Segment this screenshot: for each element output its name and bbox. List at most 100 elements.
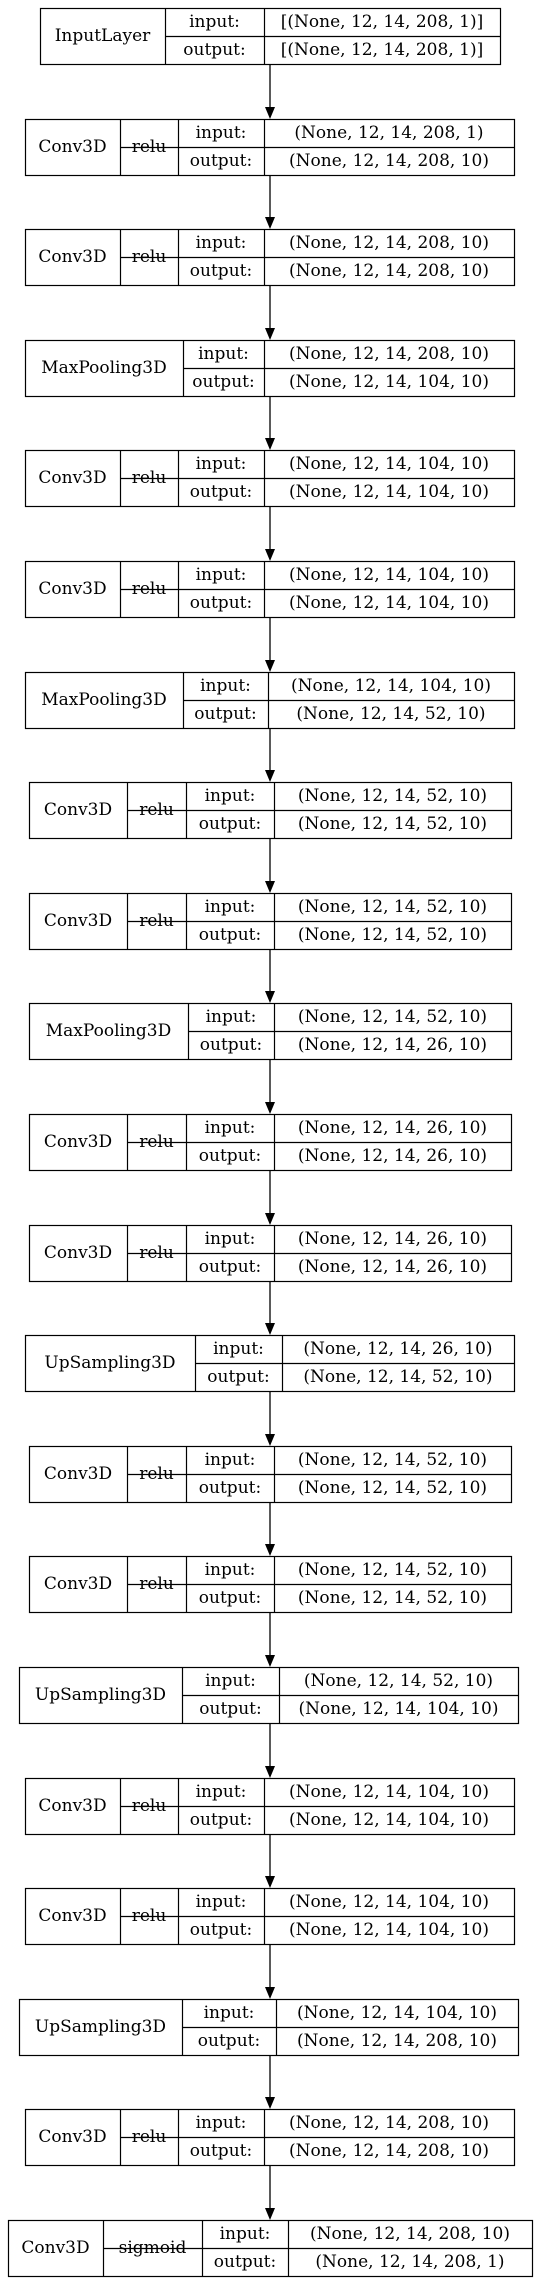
- output-port-label: output:: [190, 151, 252, 171]
- input-port-label: input:: [196, 2113, 247, 2133]
- input-port-label: input:: [204, 2003, 255, 2023]
- input-port-label: input:: [189, 12, 240, 32]
- output-port-label: output:: [199, 1699, 261, 1719]
- layer-activation: relu: [132, 2127, 167, 2147]
- input-shape: (None, 12, 14, 208, 1): [294, 123, 483, 143]
- input-shape: (None, 12, 14, 104, 10): [291, 676, 491, 696]
- input-port-label: input:: [196, 233, 247, 253]
- output-shape: (None, 12, 14, 208, 10): [289, 261, 489, 281]
- input-port-label: input:: [205, 1560, 256, 1580]
- output-shape: (None, 12, 14, 52, 10): [303, 1367, 492, 1387]
- output-port-label: output:: [183, 40, 245, 60]
- input-port-label: input:: [213, 1339, 264, 1359]
- input-shape: (None, 12, 14, 26, 10): [303, 1339, 492, 1359]
- input-shape: (None, 12, 14, 26, 10): [298, 1118, 487, 1138]
- output-shape: (None, 12, 14, 104, 10): [289, 482, 489, 502]
- output-shape: [(None, 12, 14, 208, 1)]: [281, 40, 483, 60]
- layer-activation: relu: [132, 1906, 167, 1926]
- layer-activation: relu: [132, 247, 167, 267]
- layer-name: Conv3D: [21, 2238, 89, 2258]
- layer-name: MaxPooling3D: [46, 1021, 172, 1041]
- layer-activation: relu: [139, 1243, 174, 1263]
- output-port-label: output:: [199, 925, 261, 945]
- output-port-label: output:: [198, 2031, 260, 2051]
- layer-name: UpSampling3D: [35, 2017, 166, 2037]
- layer-name: MaxPooling3D: [41, 358, 167, 378]
- flow-arrow: [265, 1613, 275, 1667]
- layer-node: Conv3D relu input: output: (None, 12, 14, 26…: [28, 1113, 513, 1172]
- input-shape: (None, 12, 14, 104, 10): [289, 1782, 489, 1802]
- output-port-label: output:: [190, 593, 252, 613]
- flow-arrow: [265, 2056, 275, 2109]
- flow-arrow: [265, 729, 275, 782]
- input-shape: [(None, 12, 14, 208, 1)]: [281, 12, 483, 32]
- input-port-label: input:: [196, 1782, 247, 1802]
- flow-arrow: [265, 65, 275, 119]
- layer-activation: relu: [139, 1574, 174, 1594]
- layer-activation: relu: [139, 1132, 174, 1152]
- layer-name: Conv3D: [44, 1243, 112, 1263]
- flow-arrow: [265, 397, 275, 450]
- output-shape: (None, 12, 14, 52, 10): [298, 814, 487, 834]
- input-shape: (None, 12, 14, 52, 10): [298, 1560, 487, 1580]
- output-shape: (None, 12, 14, 208, 10): [289, 2141, 489, 2161]
- layer-name: MaxPooling3D: [41, 690, 167, 710]
- output-port-label: output:: [200, 1035, 262, 1055]
- layer-activation: relu: [139, 800, 174, 820]
- output-shape: (None, 12, 14, 208, 10): [297, 2031, 497, 2051]
- layer-activation: relu: [132, 468, 167, 488]
- input-port-label: input:: [200, 676, 251, 696]
- input-shape: (None, 12, 14, 104, 10): [297, 2003, 497, 2023]
- layer-name: Conv3D: [38, 2127, 106, 2147]
- output-port-label: output:: [190, 1810, 252, 1830]
- input-port-label: input:: [196, 123, 247, 143]
- output-port-label: output:: [190, 2141, 252, 2161]
- output-shape: (None, 12, 14, 104, 10): [289, 1810, 489, 1830]
- layer-name: Conv3D: [38, 1796, 106, 1816]
- output-shape: (None, 12, 14, 52, 10): [296, 704, 485, 724]
- input-port-label: input:: [220, 2224, 271, 2244]
- flow-arrow: [265, 1503, 275, 1556]
- layer-name: Conv3D: [44, 800, 112, 820]
- layer-name: Conv3D: [44, 1464, 112, 1484]
- layer-activation: sigmoid: [119, 2238, 187, 2258]
- output-port-label: output:: [207, 1367, 269, 1387]
- layer-activation: relu: [132, 1796, 167, 1816]
- input-port-label: input:: [205, 786, 256, 806]
- layer-name: InputLayer: [55, 26, 151, 46]
- input-shape: (None, 12, 14, 52, 10): [298, 1450, 487, 1470]
- output-shape: (None, 12, 14, 52, 10): [298, 1588, 487, 1608]
- output-port-label: output:: [190, 1920, 252, 1940]
- input-port-label: input:: [198, 344, 249, 364]
- layer-name: Conv3D: [44, 911, 112, 931]
- flow-arrow: [265, 1724, 275, 1778]
- input-shape: (None, 12, 14, 208, 10): [289, 2113, 489, 2133]
- output-shape: (None, 12, 14, 26, 10): [298, 1257, 487, 1277]
- output-shape: (None, 12, 14, 26, 10): [298, 1035, 487, 1055]
- input-port-label: input:: [205, 1118, 256, 1138]
- output-shape: (None, 12, 14, 104, 10): [289, 1920, 489, 1940]
- input-port-label: input:: [205, 1450, 256, 1470]
- output-port-label: output:: [199, 1146, 261, 1166]
- layer-name: Conv3D: [44, 1132, 112, 1152]
- output-port-label: output:: [192, 372, 254, 392]
- layer-node: Conv3D relu input: output: (None, 12, 14, 20…: [24, 2108, 516, 2167]
- input-shape: (None, 12, 14, 52, 10): [298, 786, 487, 806]
- layer-activation: relu: [139, 911, 174, 931]
- flow-arrow: [265, 950, 275, 1003]
- input-shape: (None, 12, 14, 104, 10): [289, 454, 489, 474]
- input-shape: (None, 12, 14, 208, 10): [310, 2224, 510, 2244]
- output-shape: (None, 12, 14, 52, 10): [298, 1478, 487, 1498]
- output-port-label: output:: [190, 482, 252, 502]
- input-shape: (None, 12, 14, 104, 10): [289, 1892, 489, 1912]
- layer-activation: relu: [132, 579, 167, 599]
